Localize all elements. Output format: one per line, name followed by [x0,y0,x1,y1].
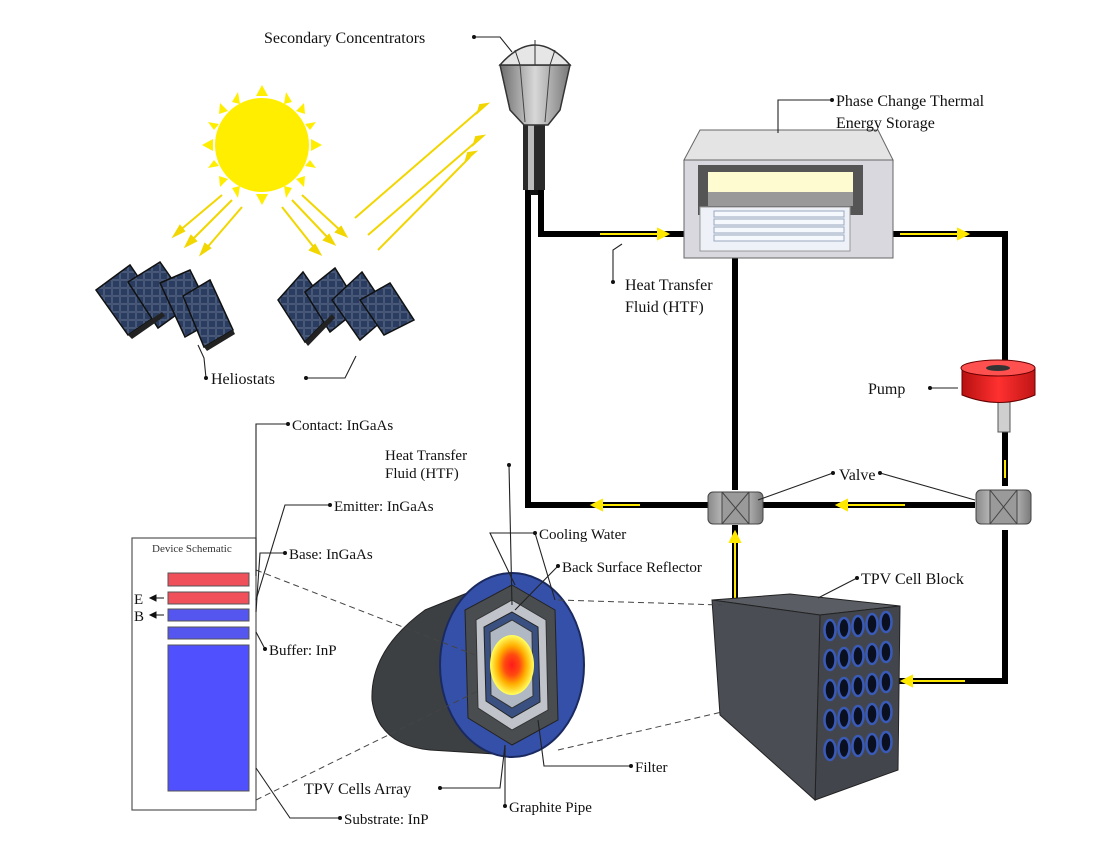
tpv-cell [851,674,865,698]
tpv-cylinder-icon [371,572,585,758]
label-buffer: Buffer: InP [269,643,337,659]
tpv-cell [851,734,865,758]
label-cooling-water: Cooling Water [539,527,626,543]
label-emitter: Emitter: InGaAs [334,499,434,515]
label-pump: Pump [868,381,905,398]
label-pcm-line2: Energy Storage [836,115,935,132]
label-substrate: Substrate: InP [344,812,429,828]
substrate-layer [167,644,250,792]
label-secondary-concentrators: Secondary Concentrators [264,30,425,47]
tpv-cell [823,618,837,642]
tpv-cell [865,702,879,726]
heliostats-right [277,266,416,346]
tpv-cell [879,670,893,694]
secondary-concentrator-icon [498,40,572,195]
label-tpv-cells-array: TPV Cells Array [304,781,411,798]
contact-layer [167,572,250,587]
leader-lines [197,36,976,819]
label-e-marker: E [134,592,143,608]
label-htf-top-line2: Fluid (HTF) [625,299,704,316]
tpv-cell [879,610,893,634]
tpv-cell [823,648,837,672]
tpv-cell [851,644,865,668]
marker-arrows [148,594,164,619]
label-htf-mid-line1: Heat Transfer [385,448,467,464]
tpv-cell [879,640,893,664]
label-filter: Filter [635,760,668,776]
flow-arrows [589,227,1006,688]
label-device-schematic: Device Schematic [152,543,232,555]
label-valve: Valve [839,467,875,484]
leader-dots [204,35,932,820]
label-htf-mid-line2: Fluid (HTF) [385,466,459,482]
emitter-layer [167,591,250,605]
tpv-cell [837,676,851,700]
sun-rays [171,102,491,257]
label-pcm-line1: Phase Change Thermal [836,93,985,110]
label-back-surface-reflector: Back Surface Reflector [562,560,702,576]
label-heliostats: Heliostats [211,371,275,388]
device-schematic-panel [131,537,257,811]
tpv-cell [823,738,837,762]
tpv-cell [879,730,893,754]
tpv-cell [865,672,879,696]
tpv-cell-block-icon [711,593,901,802]
projection-lines [255,569,723,801]
label-b-marker: B [134,609,144,625]
heliostats-left [94,260,235,351]
tpv-cell [837,706,851,730]
label-graphite-pipe: Graphite Pipe [509,800,592,816]
valve-left-icon [707,491,764,525]
tpv-cell [837,616,851,640]
label-tpv-cell-block: TPV Cell Block [861,571,964,588]
tpv-cell [865,612,879,636]
tpv-cell [865,642,879,666]
label-contact: Contact: InGaAs [292,418,393,434]
pump-icon [960,359,1036,433]
valve-right-icon [975,489,1032,525]
tpv-cell [851,614,865,638]
sun-icon [202,85,322,205]
tpv-cell [851,704,865,728]
label-base: Base: InGaAs [289,547,373,563]
label-htf-top-line1: Heat Transfer [625,277,713,294]
tpv-cell [879,700,893,724]
tpv-cell [837,646,851,670]
tpv-cell [823,678,837,702]
tpv-cell [837,736,851,760]
tpv-cell [865,732,879,756]
pcm-storage-icon [683,129,894,259]
buffer-layer [167,626,250,640]
tpv-cell [823,708,837,732]
base-layer [167,608,250,622]
